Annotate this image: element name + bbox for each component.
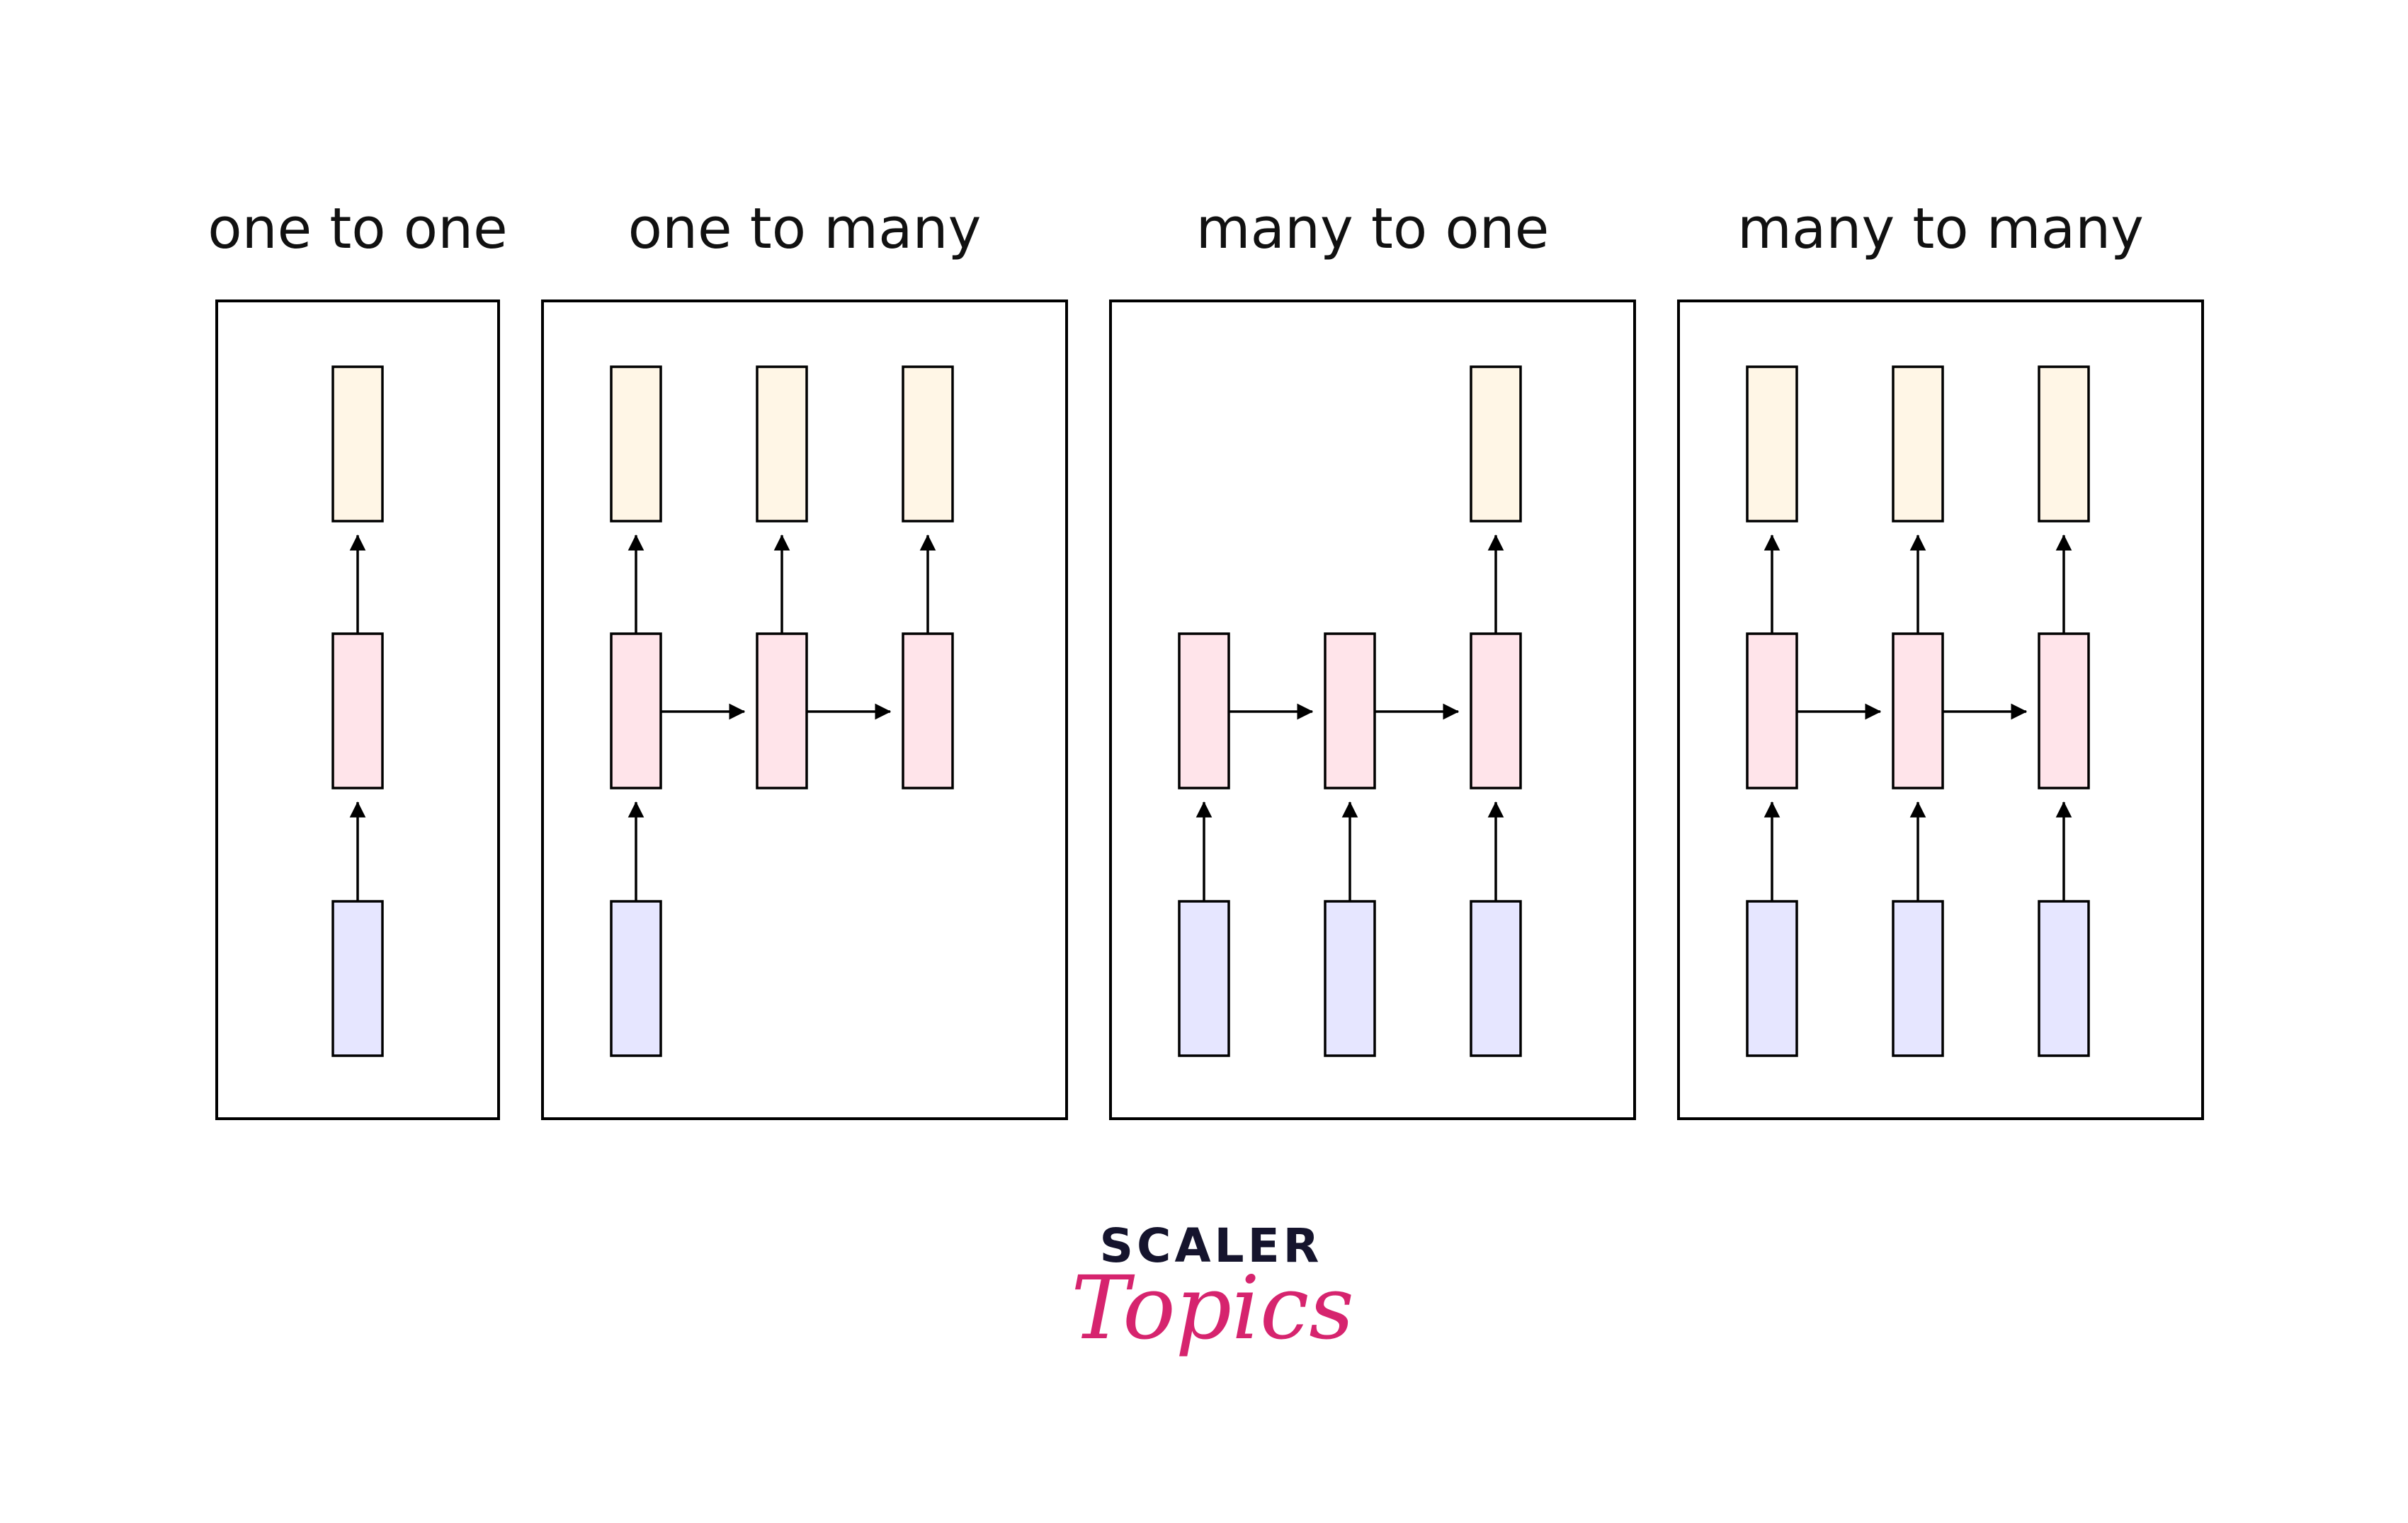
output-node: [2038, 365, 2090, 523]
logo-wordmark: SCALER: [1099, 1219, 1322, 1273]
panel-many-to-one: many to one: [1109, 196, 1636, 1120]
logo-script: Topics: [1071, 1257, 1354, 1359]
hidden-node: [1746, 632, 1798, 789]
panel-one-to-one: one to one: [208, 196, 508, 1120]
panel-title: many to many: [1737, 196, 2144, 261]
output-node: [331, 365, 384, 523]
hidden-node: [756, 632, 808, 789]
input-node: [1746, 900, 1798, 1057]
input-node: [2038, 900, 2090, 1057]
output-node: [1892, 365, 1944, 523]
output-node: [610, 365, 662, 523]
panel-many-to-many: many to many: [1677, 196, 2204, 1120]
input-node: [331, 900, 384, 1057]
input-node: [1178, 900, 1230, 1057]
panel-title: one to many: [628, 196, 982, 261]
input-node: [1470, 900, 1522, 1057]
hidden-node: [1892, 632, 1944, 789]
output-node: [1746, 365, 1798, 523]
panel-title: many to one: [1196, 196, 1550, 261]
input-node: [1892, 900, 1944, 1057]
panel-title: one to one: [208, 196, 508, 261]
hidden-node: [2038, 632, 2090, 789]
output-node: [1470, 365, 1522, 523]
panel-frame: [1677, 300, 2204, 1120]
hidden-node: [1178, 632, 1230, 789]
scaler-topics-logo: SCALER Topics: [1071, 1219, 1354, 1359]
panel-frame: [215, 300, 500, 1120]
hidden-node: [331, 632, 384, 789]
hidden-node: [610, 632, 662, 789]
panel-frame: [1109, 300, 1636, 1120]
panels: one to one one to many many to one many to …: [208, 196, 2204, 1120]
hidden-node: [902, 632, 954, 789]
hidden-node: [1324, 632, 1376, 789]
hidden-node: [1470, 632, 1522, 789]
input-node: [610, 900, 662, 1057]
output-node: [902, 365, 954, 523]
panel-frame: [541, 300, 1068, 1120]
input-node: [1324, 900, 1376, 1057]
output-node: [756, 365, 808, 523]
panel-one-to-many: one to many: [541, 196, 1068, 1120]
